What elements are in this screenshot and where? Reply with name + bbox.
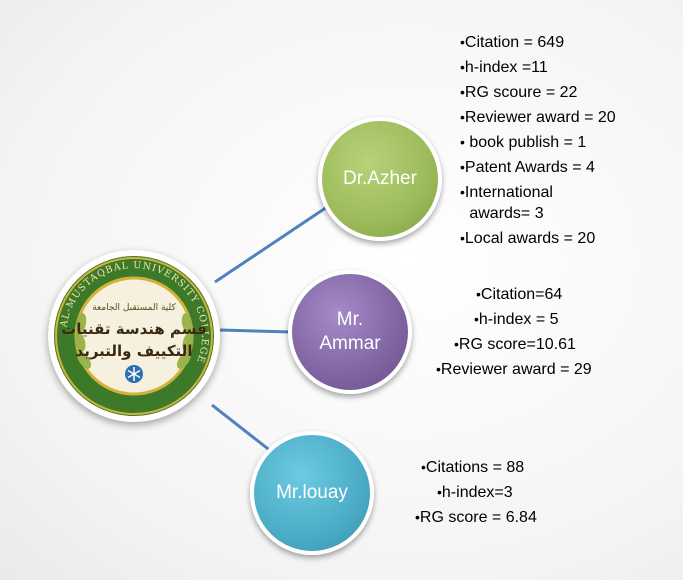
node-label-ammar: Mr. Ammar xyxy=(319,309,381,354)
stat-item: •Patent Awards = 4 xyxy=(460,159,595,176)
stats-list-azher: •Citation = 649 •h-index =11 •RG scoure … xyxy=(460,30,616,251)
stat-item: • awards= 3 xyxy=(464,205,544,222)
stat-item: •Citations = 88 xyxy=(421,459,525,476)
stat-item: • book publish = 1 xyxy=(460,134,587,151)
snowflake-icon xyxy=(125,365,143,383)
logo-arabic-line1: قسم هندسة تقنيات xyxy=(61,320,207,338)
link-azher xyxy=(214,203,331,284)
link-ammar xyxy=(219,328,293,334)
node-label-louay: Mr.louay xyxy=(276,482,348,503)
stat-item: •Citation = 649 xyxy=(460,34,565,51)
stat-item: •Reviewer award = 20 xyxy=(460,109,616,126)
logo-arabic-top: كلية المستقبل الجامعة xyxy=(92,303,176,313)
stat-item: •RG score=10.61 xyxy=(454,336,576,353)
stat-item: •h-index =11 xyxy=(460,59,548,76)
stat-item: •RG scoure = 22 xyxy=(460,84,578,101)
stats-list-ammar: •Citation=64 •h-index = 5 •RG score=10.6… xyxy=(436,282,592,382)
stat-item: •RG score = 6.84 xyxy=(415,509,537,526)
node-label-azher: Dr.Azher xyxy=(343,168,417,189)
stat-item: •h-index=3 xyxy=(437,484,513,501)
stat-item: •h-index = 5 xyxy=(474,311,559,328)
stat-item: •Local awards = 20 xyxy=(460,230,596,247)
node-mr-ammar: Mr. Ammar xyxy=(288,270,412,394)
stats-list-louay: •Citations = 88 •h-index=3 •RG score = 6… xyxy=(415,455,537,530)
node-dr-azher: Dr.Azher xyxy=(318,117,442,241)
logo-arabic-line2: التكييف والتبريد xyxy=(76,342,193,360)
stat-item: •Citation=64 xyxy=(476,286,563,303)
college-logo: AL-MUSTAQBAL UNIVERSITY COLLEGE كلية الم… xyxy=(48,250,220,422)
stat-item: •International xyxy=(460,184,553,201)
link-louay xyxy=(211,403,273,454)
node-mr-louay: Mr.louay xyxy=(250,431,374,555)
stat-item: •Reviewer award = 29 xyxy=(436,361,592,378)
